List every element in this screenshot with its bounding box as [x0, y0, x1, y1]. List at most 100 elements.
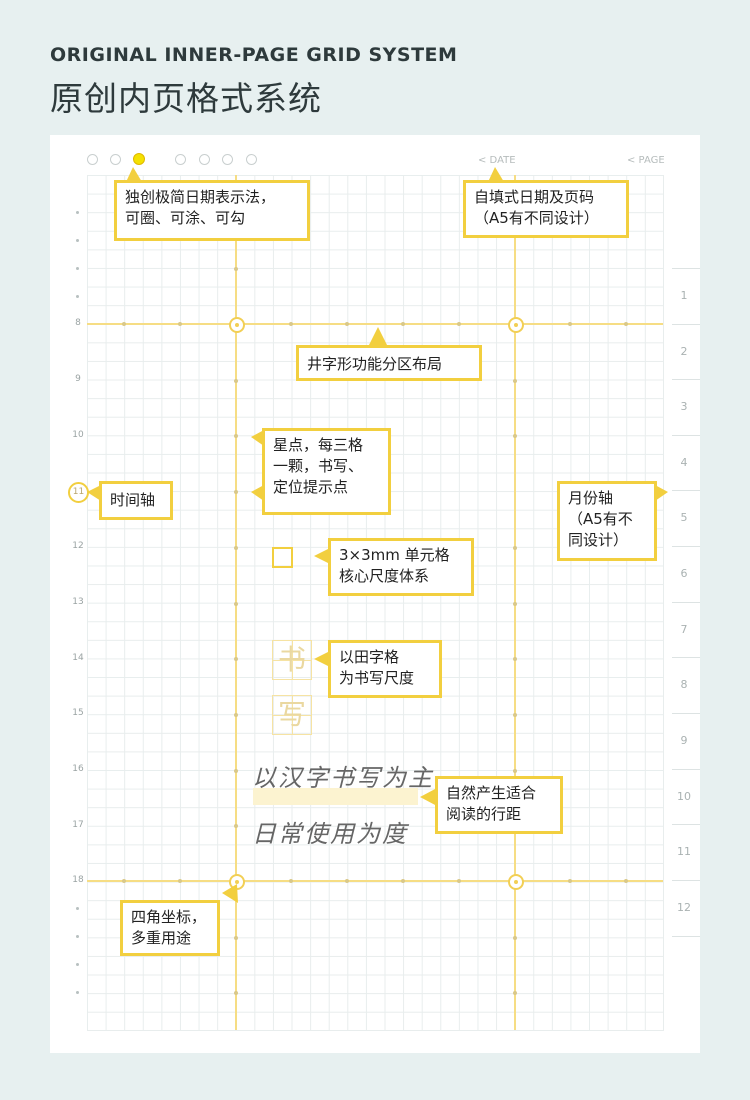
hour-label: 15 [72, 708, 84, 718]
star-point [289, 879, 293, 883]
hour-label: 16 [72, 764, 84, 774]
callout-unit-cell: 3×3mm 单元格 核心尺度体系 [328, 538, 474, 596]
month-tab[interactable]: 5 [672, 490, 700, 546]
guide-line-horizontal-bottom [87, 880, 663, 882]
hour-dot [76, 267, 79, 270]
month-label: 1 [680, 289, 688, 302]
tian-grid-sample: 书 [272, 640, 312, 680]
star-point [345, 322, 349, 326]
month-tab[interactable]: 10 [672, 769, 700, 825]
star-point [122, 879, 126, 883]
callout-date-method: 独创极简日期表示法， 可圈、可涂、可勾 [114, 180, 310, 241]
month-tab[interactable]: 11 [672, 824, 700, 880]
hour-label: 17 [72, 820, 84, 830]
star-point [457, 879, 461, 883]
hour-dot [76, 963, 79, 966]
month-label: 12 [677, 901, 691, 914]
month-label: 3 [680, 400, 688, 413]
line-spacing-highlight [253, 788, 418, 805]
month-tab[interactable]: 7 [672, 602, 700, 658]
star-point [624, 322, 628, 326]
hour-dot [76, 239, 79, 242]
star-point [234, 490, 238, 494]
hour-dot [76, 295, 79, 298]
star-point [178, 322, 182, 326]
star-point [513, 546, 517, 550]
callout-month-axis: 月份轴 （A5有不 同设计） [557, 481, 657, 561]
month-tab[interactable]: 9 [672, 713, 700, 769]
star-point [568, 322, 572, 326]
callout-line-spacing: 自然产生适合 阅读的行距 [435, 776, 563, 834]
month-label: 7 [680, 623, 688, 636]
date-dot-filled[interactable] [133, 153, 145, 165]
date-dot[interactable] [110, 154, 121, 165]
month-tab[interactable]: 1 [672, 268, 700, 324]
date-dot[interactable] [199, 154, 210, 165]
star-point [513, 657, 517, 661]
hour-dot [76, 211, 79, 214]
month-tab[interactable]: 3 [672, 379, 700, 435]
star-point [234, 379, 238, 383]
month-tab[interactable]: 2 [672, 324, 700, 380]
date-dot[interactable] [222, 154, 233, 165]
star-point [178, 879, 182, 883]
star-point [234, 267, 238, 271]
star-point [513, 434, 517, 438]
hour-label: 13 [72, 597, 84, 607]
corner-target-icon [508, 874, 524, 890]
star-point [234, 434, 238, 438]
star-point [234, 602, 238, 606]
corner-target-icon [508, 317, 524, 333]
star-point [289, 322, 293, 326]
star-point [513, 936, 517, 940]
dot-grid [87, 175, 664, 1031]
month-label: 8 [680, 678, 688, 691]
month-tab[interactable]: 6 [672, 546, 700, 602]
callout-self-fill-date: 自填式日期及页码 （A5有不同设计） [463, 180, 629, 238]
title-chinese: 原创内页格式系统 [50, 79, 322, 118]
callout-corner-coordinates: 四角坐标， 多重用途 [120, 900, 220, 956]
star-point [401, 322, 405, 326]
month-label: 11 [677, 845, 691, 858]
star-point [345, 879, 349, 883]
star-point [234, 936, 238, 940]
star-point [234, 991, 238, 995]
star-point [122, 322, 126, 326]
star-point [457, 322, 461, 326]
star-point [234, 657, 238, 661]
callout-well-layout: 井字形功能分区布局 [296, 345, 482, 381]
month-tab[interactable]: 8 [672, 657, 700, 713]
month-tab[interactable]: 4 [672, 435, 700, 491]
star-point [234, 769, 238, 773]
unit-cell-sample [272, 547, 293, 568]
tian-grid-sample: 写 [272, 695, 312, 735]
guide-line-horizontal-top [87, 323, 663, 325]
callout-tian-grid: 以田字格 为书写尺度 [328, 640, 442, 698]
star-point [624, 879, 628, 883]
month-label: 2 [680, 345, 688, 358]
hour-label: 18 [72, 875, 84, 885]
hour-label: 14 [72, 653, 84, 663]
star-point [234, 546, 238, 550]
hour-label: 10 [72, 430, 84, 440]
date-dot[interactable] [175, 154, 186, 165]
month-label: 4 [680, 456, 688, 469]
star-point [568, 879, 572, 883]
month-label: 6 [680, 567, 688, 580]
star-point [234, 713, 238, 717]
star-point [513, 602, 517, 606]
hour-dot [76, 935, 79, 938]
callout-time-axis: 时间轴 [99, 481, 173, 520]
corner-target-icon [229, 874, 245, 890]
star-point [513, 713, 517, 717]
hour-label: 8 [75, 318, 81, 328]
hour-label: 9 [75, 374, 81, 384]
hour-dot [76, 907, 79, 910]
date-dot[interactable] [87, 154, 98, 165]
month-label: 9 [680, 734, 688, 747]
title-english: ORIGINAL INNER-PAGE GRID SYSTEM [50, 44, 458, 66]
month-tab[interactable]: 12 [672, 880, 700, 937]
month-label: 10 [677, 790, 691, 803]
star-point [401, 879, 405, 883]
date-dot[interactable] [246, 154, 257, 165]
